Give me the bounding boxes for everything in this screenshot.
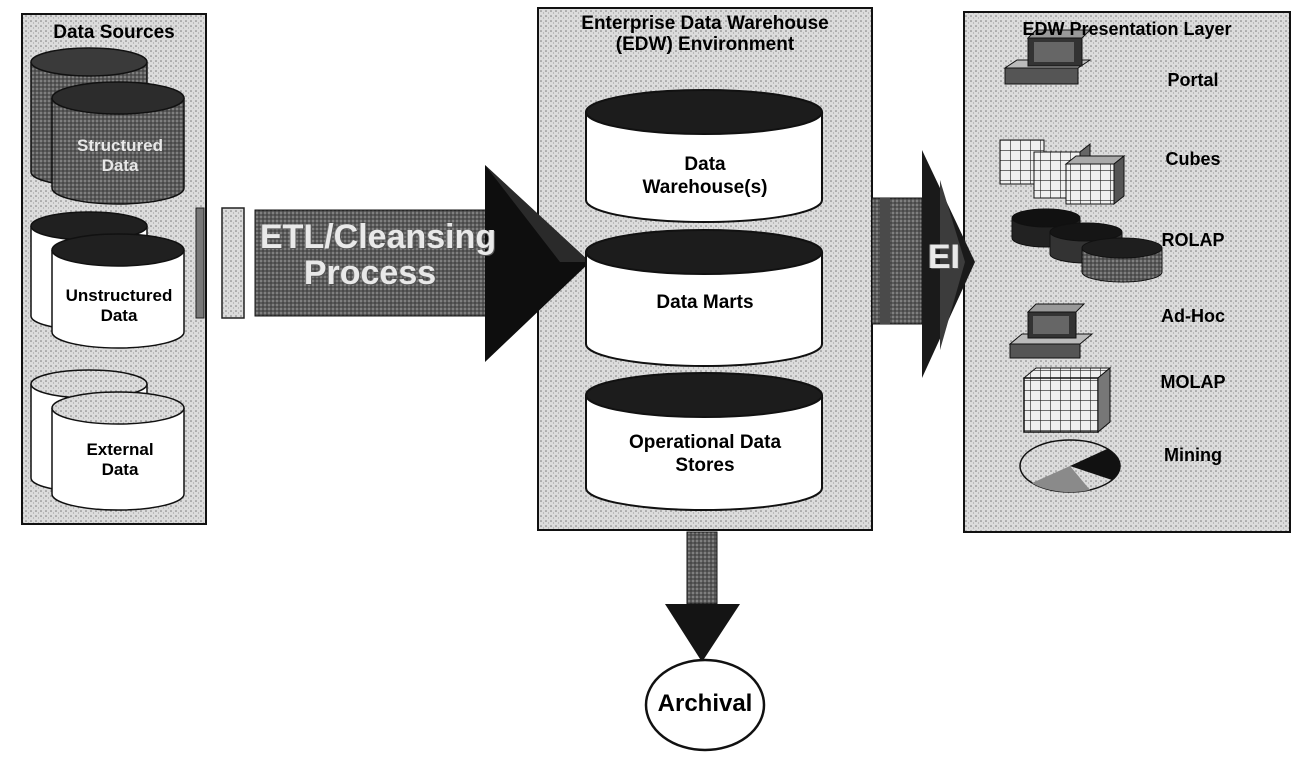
etl-label: ETL/Cleansing Process <box>260 218 497 292</box>
etl-arrow <box>195 165 590 362</box>
external-data-label: External Data <box>86 440 154 480</box>
mining-pie-icon <box>1019 439 1121 493</box>
cubes-label: Cubes <box>1165 149 1221 169</box>
molap-cube-icon <box>1022 366 1112 434</box>
structured-data-cylinder <box>30 47 185 205</box>
molap-label: MOLAP <box>1160 372 1226 392</box>
unstructured-data-cylinder <box>30 211 185 349</box>
adhoc-label: Ad-Hoc <box>1161 306 1225 326</box>
archival-arrow <box>665 531 740 662</box>
operational-data-stores-cylinder <box>585 372 823 511</box>
data-marts-cylinder <box>585 229 823 367</box>
rolap-cylinders-icon <box>1011 208 1163 283</box>
egress-label: EI <box>927 238 961 276</box>
unstructured-data-label: Unstructured Data <box>65 286 173 326</box>
presentation-title: EDW Presentation Layer <box>1022 19 1232 39</box>
operational-data-stores-label: Operational Data Stores <box>628 432 782 476</box>
archival-label: Archival <box>657 690 753 717</box>
data-warehouse-label: Data Warehouse(s) <box>642 154 768 198</box>
cubes-icon <box>999 139 1126 206</box>
archival-ellipse <box>644 658 766 752</box>
structured-data-label: Structured Data <box>77 136 163 176</box>
portal-label: Portal <box>1167 70 1219 90</box>
rolap-label: ROLAP <box>1161 230 1225 250</box>
mining-label: Mining <box>1164 445 1222 465</box>
adhoc-computer-icon <box>1008 303 1094 359</box>
data-marts-label: Data Marts <box>656 292 754 313</box>
data-warehouse-cylinder <box>585 89 823 223</box>
egress-arrow <box>871 150 975 378</box>
external-data-cylinder <box>30 369 185 511</box>
edw-title: Enterprise Data Warehouse (EDW) Environm… <box>581 13 829 56</box>
data-sources-title: Data Sources <box>53 22 175 43</box>
portal-computer-icon <box>1003 29 1092 85</box>
